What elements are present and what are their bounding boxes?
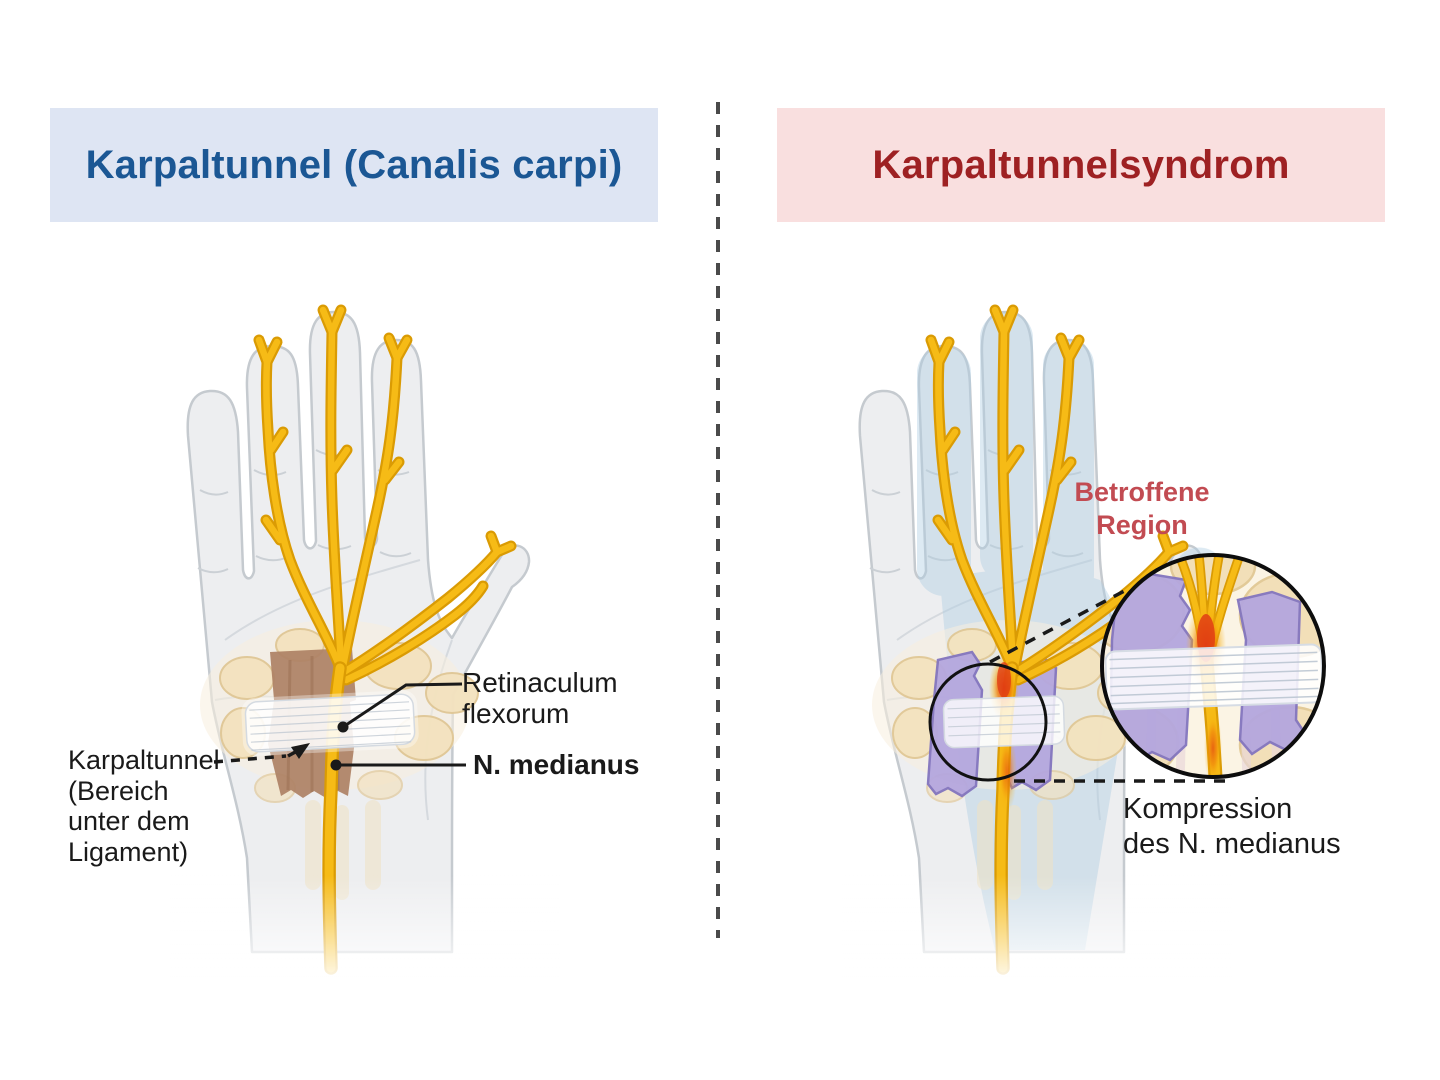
n-medianus-pointer-dot bbox=[330, 759, 342, 771]
right-hand-illustration bbox=[858, 310, 1326, 968]
zoom-circle-outline bbox=[1100, 553, 1326, 779]
karpaltunnel-arrow bbox=[291, 743, 310, 759]
retinaculum-pointer-dot bbox=[337, 721, 349, 733]
nerve-compression-tail bbox=[997, 732, 1017, 812]
retinaculum-flexorum-band bbox=[241, 690, 419, 756]
label-kompression-n-medianus: Kompression des N. medianus bbox=[1123, 793, 1341, 861]
label-retinaculum-flexorum: Retinaculum flexorum bbox=[462, 667, 618, 730]
left-annotation-lines bbox=[213, 682, 466, 767]
label-betroffene-region: Betroffene Region bbox=[1074, 477, 1210, 540]
nerve-compression-core bbox=[997, 662, 1011, 698]
left-wrist-fade bbox=[170, 875, 560, 990]
left-hand-illustration bbox=[186, 310, 531, 968]
label-n-medianus: N. medianus bbox=[473, 749, 640, 780]
label-karpaltunnel-bereich: Karpaltunnel (Bereich unter dem Ligament… bbox=[68, 745, 220, 867]
wrist-highlight-circle bbox=[928, 662, 1048, 782]
panel-title-left: Karpaltunnel (Canalis carpi) bbox=[50, 108, 658, 222]
right-wrist-fade bbox=[842, 875, 1232, 990]
retinaculum-band-right bbox=[942, 695, 1066, 749]
zoom-connector-lines bbox=[989, 586, 1230, 783]
panel-title-right: Karpaltunnelsyndrom bbox=[777, 108, 1385, 222]
